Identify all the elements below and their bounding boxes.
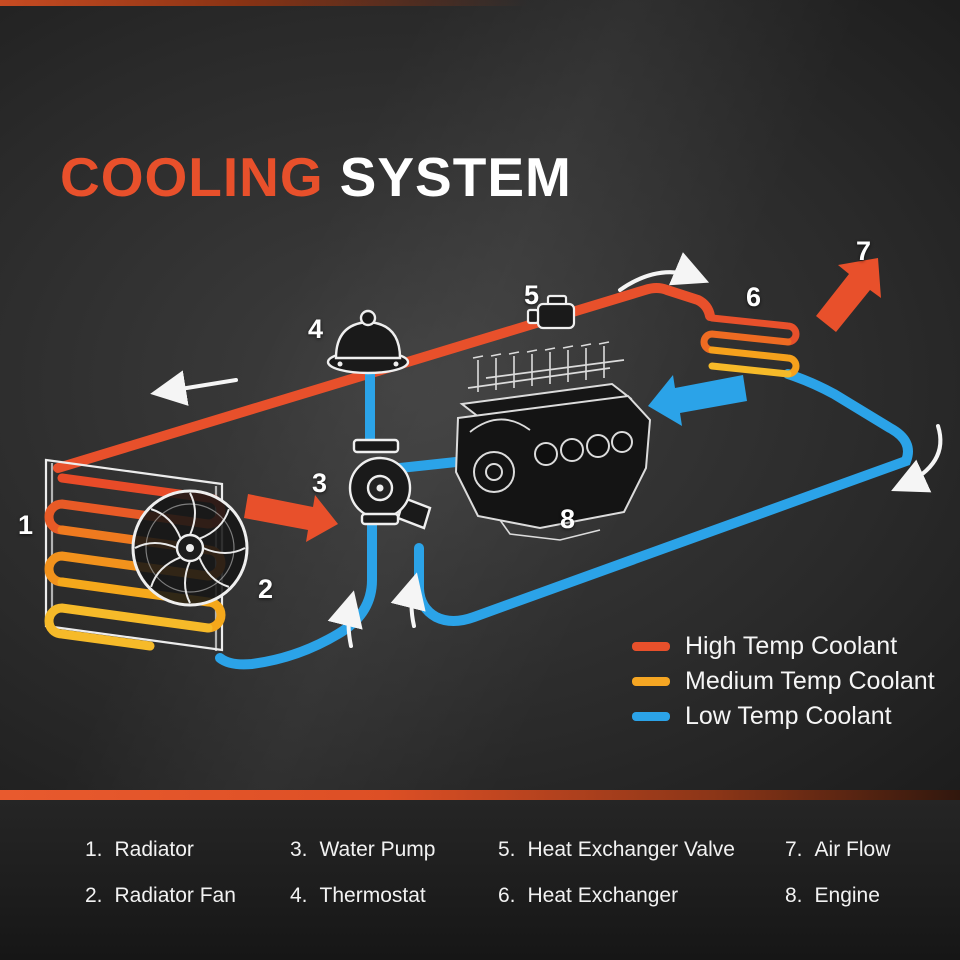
engine-illustration: [454, 341, 652, 541]
top-accent-bar: [0, 0, 960, 6]
water-pump-illustration: [348, 438, 432, 530]
parts-column-2: 3. Water Pump 4. Thermostat: [290, 836, 435, 928]
cool-air-intake-arrow: [648, 375, 747, 426]
parts-column-1: 1. Radiator 2. Radiator Fan: [85, 836, 236, 928]
part-label: Heat Exchanger: [527, 884, 679, 907]
part-number: 1.: [85, 838, 103, 861]
parts-column-3: 5. Heat Exchanger Valve 6. Heat Exchanger: [498, 836, 735, 928]
heat-exchanger-illustration: [700, 314, 800, 378]
part-label: Air Flow: [814, 838, 891, 861]
part-entry-engine: 8. Engine: [785, 882, 890, 910]
part-number: 3.: [290, 838, 308, 861]
legend-item-medium-temp: Medium Temp Coolant: [632, 668, 935, 694]
flow-arrow-top-right-icon: [618, 252, 710, 292]
part-number: 7.: [785, 838, 803, 861]
divider-accent-bar: [0, 790, 960, 800]
part-entry-heat-exchanger-valve: 5. Heat Exchanger Valve: [498, 836, 735, 864]
parts-column-4: 7. Air Flow 8. Engine: [785, 836, 890, 928]
marker-engine: 8: [560, 504, 576, 534]
part-number: 4.: [290, 884, 308, 907]
part-label: Engine: [814, 884, 880, 907]
title-rest-word: SYSTEM: [339, 146, 572, 208]
part-number: 8.: [785, 884, 803, 907]
part-number: 2.: [85, 884, 103, 907]
legend-item-high-temp: High Temp Coolant: [632, 633, 935, 659]
flow-arrow-up-right-icon: [390, 572, 426, 628]
part-entry-radiator: 1. Radiator: [85, 836, 236, 864]
heat-exchanger-valve-illustration: [526, 294, 576, 330]
marker-water-pump: 3: [312, 468, 328, 498]
title-accent-word: COOLING: [60, 146, 324, 208]
part-label: Radiator Fan: [114, 884, 236, 907]
marker-radiator: 1: [18, 510, 34, 540]
parts-list-panel: 1. Radiator 2. Radiator Fan 3. Water Pump 4…: [0, 790, 960, 960]
marker-radiator-fan: 2: [258, 574, 274, 604]
flow-arrow-left-icon: [150, 370, 238, 406]
part-label: Heat Exchanger Valve: [527, 838, 735, 861]
part-label: Thermostat: [319, 884, 426, 907]
marker-heat-exchanger: 6: [746, 282, 762, 312]
legend-swatch-high-temp: [632, 641, 670, 651]
part-entry-water-pump: 3. Water Pump: [290, 836, 435, 864]
thermostat-illustration: [326, 309, 410, 375]
flow-arrow-up-left-icon: [327, 590, 363, 648]
hot-air-exit-arrow: [816, 258, 881, 332]
marker-heat-exchanger-valve: 5: [524, 280, 540, 310]
legend-item-low-temp: Low Temp Coolant: [632, 703, 935, 729]
legend-swatch-medium-temp: [632, 676, 670, 686]
low-temp-pipes: [215, 367, 913, 670]
legend-swatch-low-temp: [632, 711, 670, 721]
part-entry-air-flow: 7. Air Flow: [785, 836, 890, 864]
legend-label-low-temp: Low Temp Coolant: [685, 702, 892, 730]
legend-label-medium-temp: Medium Temp Coolant: [685, 667, 935, 695]
radiator-fan-illustration: [131, 489, 249, 607]
marker-air-flow: 7: [856, 236, 872, 266]
part-entry-thermostat: 4. Thermostat: [290, 882, 435, 910]
flow-arrow-right-curve-icon: [891, 424, 943, 493]
part-number: 5.: [498, 838, 516, 861]
marker-thermostat: 4: [308, 314, 324, 344]
part-entry-heat-exchanger: 6. Heat Exchanger: [498, 882, 735, 910]
high-temp-pipe: [53, 283, 715, 473]
part-label: Water Pump: [319, 838, 436, 861]
legend: High Temp Coolant Medium Temp Coolant Lo…: [632, 633, 935, 738]
flow-direction-arrows: [150, 252, 943, 648]
fan-airflow-arrow: [244, 494, 338, 542]
part-number: 6.: [498, 884, 516, 907]
part-entry-radiator-fan: 2. Radiator Fan: [85, 882, 236, 910]
part-label: Radiator: [114, 838, 194, 861]
legend-label-high-temp: High Temp Coolant: [685, 632, 898, 660]
